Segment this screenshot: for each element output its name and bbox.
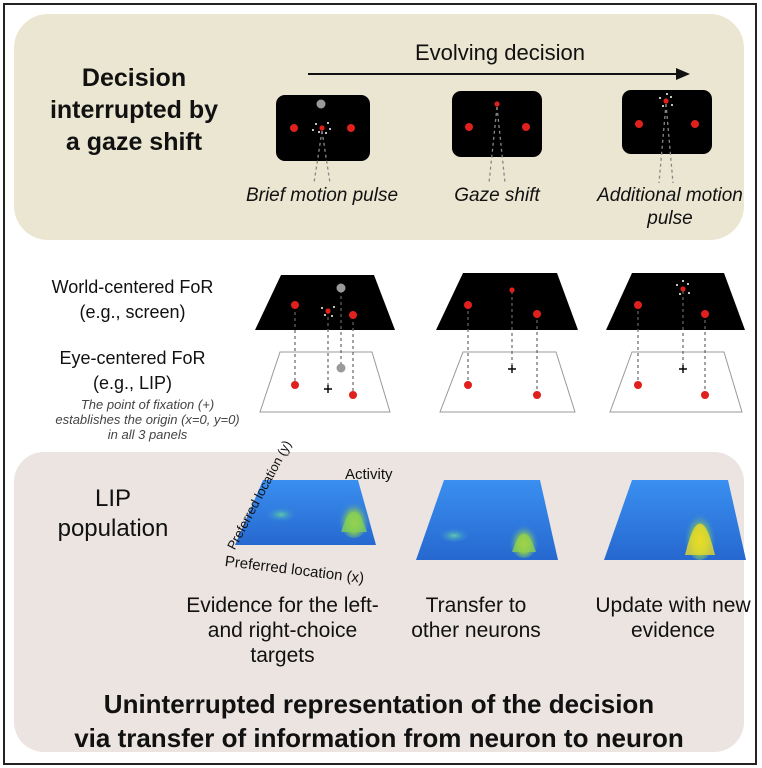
caption-gaze-shift: Gaze shift [454,185,540,206]
frame-of-reference-column-2 [436,273,578,413]
eye-centered-label: Eye-centered FoR (e.g., LIP) [30,346,235,396]
fixation-note-line2: establishes the origin (x=0, y=0) [55,412,240,427]
screen-brief-motion-pulse [276,95,370,161]
evolving-decision-arrow [308,68,690,80]
description-update: Update with new evidence [595,594,751,642]
conclusion-line-1: Uninterrupted representation of the deci… [103,689,655,719]
bottom-panel [14,452,744,752]
description-transfer: Transfer to other neurons [411,594,541,642]
screen-gaze-shift [452,91,542,157]
world-centered-label-line2: (e.g., screen) [79,302,186,322]
lip-label-line2: population [57,515,169,542]
activity-surface-2 [416,480,558,560]
activity-surface-3 [604,480,746,560]
activity-surface-1 [235,480,376,545]
top-panel-title: Decision interrupted by a gaze shift [49,64,219,156]
fixation-note-line1: The point of fixation (+) [80,397,215,412]
frame-of-reference-column-3 [606,273,745,413]
caption-additional-motion-pulse: Additional motion pulse [597,185,743,229]
fixation-note-line3: in all 3 panels [107,427,188,442]
world-centered-label-line1: World-centered FoR [51,277,214,297]
eye-centered-label-line2: (e.g., LIP) [92,373,173,393]
fixation-note: The point of fixation (+) establishes th… [20,397,275,442]
description-evidence: Evidence for the left- and right-choice … [186,594,379,667]
caption-pointers [313,103,674,184]
frame-of-reference-column-1 [255,275,395,413]
conclusion-line-2: via transfer of information from neuron … [74,723,684,753]
activity-label: Activity [345,466,393,483]
lip-population-label: LIP population [38,484,188,544]
eye-centered-label-line1: Eye-centered FoR [59,348,206,368]
world-centered-label: World-centered FoR (e.g., screen) [30,275,235,325]
caption-brief-motion-pulse: Brief motion pulse [245,185,399,206]
evolving-decision-label: Evolving decision [415,40,585,65]
lip-label-line1: LIP [94,485,132,512]
